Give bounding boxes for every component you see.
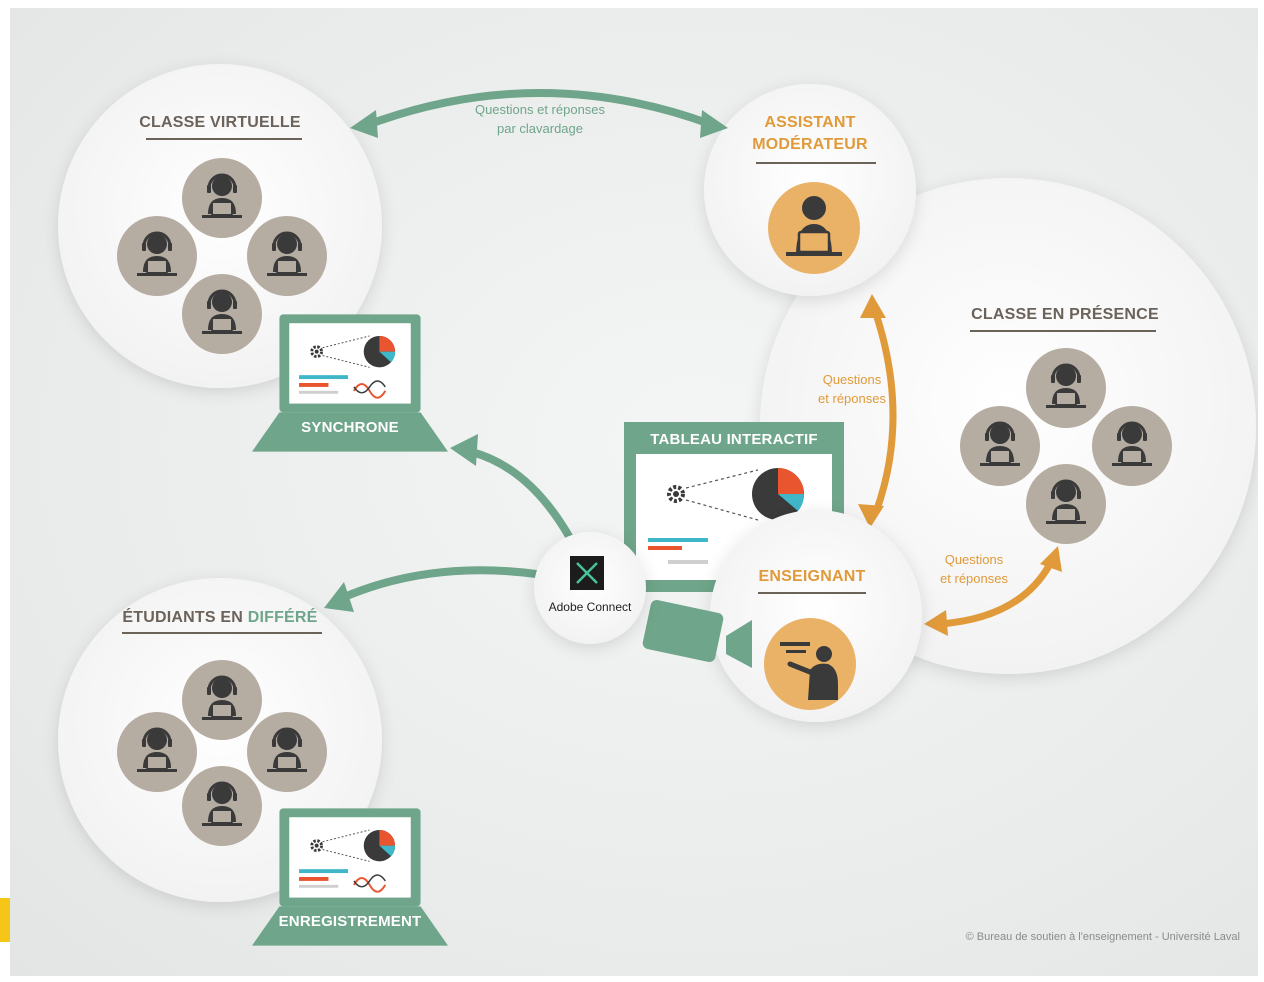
label-etudiants-differe: ÉTUDIANTS EN DIFFÉRÉ — [100, 609, 340, 627]
label-etudiants-part2: DIFFÉRÉ — [247, 609, 318, 626]
label-enregistrement: ENREGISTREMENT — [278, 913, 422, 930]
note-chat-line1: Questions et réponses — [474, 102, 606, 117]
student-icon — [1026, 348, 1106, 428]
student-icon — [1026, 464, 1106, 544]
note-qr-presence: Questions et réponses — [922, 550, 1026, 588]
arrow-qr-vertical-orange — [858, 294, 897, 528]
label-classe-virtuelle: CLASSE VIRTUELLE — [139, 114, 301, 131]
underline-enseignant — [758, 592, 866, 594]
yellow-edge-marker — [0, 898, 10, 942]
label-assistant-line2: MODÉRATEUR — [752, 136, 868, 153]
arrow-synchrone-green — [450, 434, 574, 542]
note-qr-assistant: Questions et réponses — [800, 370, 904, 408]
copyright-text: © Bureau de soutien à l'enseignement - U… — [965, 931, 1240, 943]
student-icon — [960, 406, 1040, 486]
diagram-canvas — [58, 64, 1256, 946]
student-icon — [1092, 406, 1172, 486]
circle-enseignant — [710, 510, 922, 722]
diagram-stage: CLASSE VIRTUELLE ASSISTANT MODÉRATEUR CL… — [10, 8, 1258, 976]
student-headset-icon — [247, 216, 327, 296]
assistant-laptop-icon — [768, 182, 860, 274]
note-chat: Questions et réponses par clavardage — [450, 100, 630, 138]
student-headset-icon — [182, 158, 262, 238]
note-qr-assistant-line2: et réponses — [818, 391, 886, 406]
note-qr-presence-line1: Questions — [944, 552, 1004, 567]
underline-etudiants-differe — [122, 632, 322, 634]
label-synchrone: SYNCHRONE — [301, 419, 399, 436]
note-chat-line2: par clavardage — [497, 121, 583, 136]
note-qr-presence-line2: et réponses — [940, 571, 1008, 586]
teacher-icon — [764, 618, 856, 710]
underline-assistant — [756, 162, 876, 164]
student-headset-icon — [117, 712, 197, 792]
label-tableau-interactif: TABLEAU INTERACTIF — [650, 431, 818, 448]
student-headset-icon — [182, 766, 262, 846]
note-qr-assistant-line1: Questions — [822, 372, 882, 387]
label-classe-en-presence: CLASSE EN PRÉSENCE — [971, 306, 1159, 323]
label-adobe-connect: Adobe Connect — [548, 600, 632, 614]
arrow-differe-green — [324, 566, 540, 612]
underline-classe-en-presence — [970, 330, 1156, 332]
student-headset-icon — [117, 216, 197, 296]
underline-classe-virtuelle — [146, 138, 302, 140]
arrowhead-chat-right — [700, 110, 728, 138]
arrow-chat-green — [366, 89, 714, 128]
label-enseignant: ENSEIGNANT — [758, 568, 866, 585]
arrowhead-chat-left — [350, 110, 378, 138]
label-assistant-line1: ASSISTANT — [764, 114, 856, 131]
adobe-connect-hub — [534, 532, 646, 644]
student-headset-icon — [182, 660, 262, 740]
video-camera-icon — [642, 599, 752, 668]
label-etudiants-part1: ÉTUDIANTS EN — [122, 609, 248, 626]
arrow-qr-horizontal-orange — [924, 546, 1062, 636]
student-headset-icon — [247, 712, 327, 792]
student-headset-icon — [182, 274, 262, 354]
